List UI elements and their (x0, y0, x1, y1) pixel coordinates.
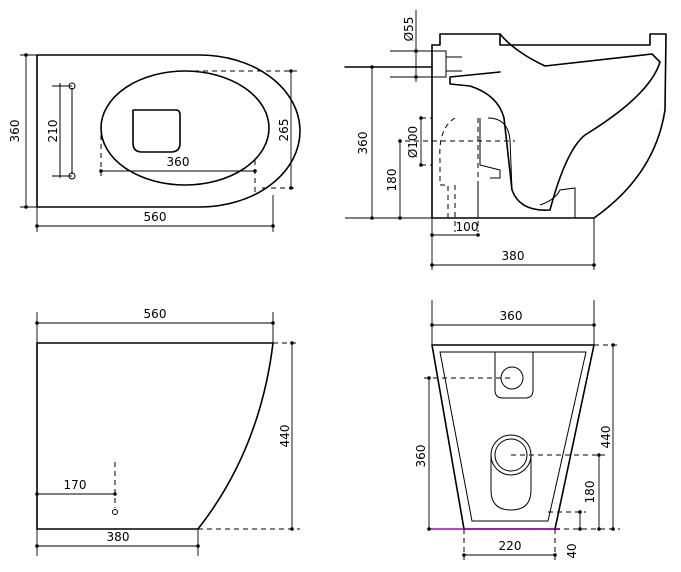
trapway (479, 117, 513, 191)
dim-dot (370, 65, 374, 69)
dim-label-40: 40 (565, 543, 579, 558)
side-elevation-outline (36, 342, 274, 530)
dim-dot (553, 553, 557, 557)
dim-dot (597, 527, 601, 531)
side-section-view: Ø55 360 Ø100 180 100 380 (344, 10, 667, 270)
dim-dot (419, 163, 423, 167)
dim-dot (35, 492, 39, 496)
dim-dot (430, 263, 434, 267)
dim-label-380-side: 380 (502, 249, 525, 263)
dim-label-170: 170 (64, 478, 87, 492)
dim-label-seat: 360 (167, 155, 190, 169)
dim-label-360: 360 (8, 120, 22, 143)
dim-dot (35, 544, 39, 548)
dim-dot (398, 139, 402, 143)
dim-label-360-inlet: 360 (414, 445, 428, 468)
outlet-recess (490, 455, 532, 511)
dim-label-440-rear: 440 (599, 426, 613, 449)
dim-dot (24, 205, 28, 209)
dim-dot (592, 323, 596, 327)
dim-label-560-bottom: 560 (144, 307, 167, 321)
inlet-flange (431, 50, 447, 78)
dim-label-440-side: 440 (278, 425, 292, 448)
drain-opening (132, 109, 181, 153)
dim-label-180-side: 180 (385, 169, 399, 192)
bowl-inner (449, 33, 661, 211)
dim-dot (592, 263, 596, 267)
dim-label-560-top: 560 (144, 210, 167, 224)
body-outline (431, 33, 667, 219)
dim-dot (290, 341, 294, 345)
dim-dot (578, 510, 582, 514)
dim-label-210: 210 (46, 120, 60, 143)
dim-dot (611, 343, 615, 347)
fixing-hole (112, 509, 118, 515)
dim-dot (597, 453, 601, 457)
inlet-recess (494, 352, 534, 399)
dim-label-360-side: 360 (356, 132, 370, 155)
dim-dot (24, 53, 28, 57)
dim-dot (196, 544, 200, 548)
dim-dot (427, 376, 431, 380)
dim-dot (290, 527, 294, 531)
dim-label-180-rear: 180 (583, 481, 597, 504)
top-view-outline (36, 54, 301, 208)
siphon-leg (539, 187, 576, 218)
dim-dot (289, 69, 293, 73)
side-elevation-view: 560 440 170 380 (35, 307, 300, 556)
dim-dot (611, 527, 615, 531)
outlet-hole-inner (494, 438, 528, 472)
rear-inner-outline (439, 351, 587, 522)
dim-dot (35, 321, 39, 325)
dim-dot (578, 527, 582, 531)
inlet-hole (500, 366, 524, 390)
outlet-pipe-dashed (439, 117, 479, 232)
dim-dot (398, 216, 402, 220)
dim-label-100-dia: Ø100 (406, 126, 420, 158)
top-view: 360 560 360 265 210 (8, 53, 301, 232)
dim-dot (271, 321, 275, 325)
dim-dot (462, 553, 466, 557)
rear-view: 360 440 360 180 220 40 (414, 300, 620, 560)
dim-dot (289, 186, 293, 190)
dim-dot (35, 224, 39, 228)
dim-dot (476, 233, 480, 237)
dim-dot (419, 116, 423, 120)
dim-dot (427, 527, 431, 531)
dim-dot (414, 75, 418, 79)
dim-label-100-horizontal: 100 (456, 220, 479, 234)
dim-label-360-rear: 360 (500, 309, 523, 323)
dim-label-220: 220 (499, 539, 522, 553)
dim-label-380-bottom: 380 (107, 530, 130, 544)
dim-dot (370, 216, 374, 220)
dim-dot (271, 224, 275, 228)
dim-dot (414, 49, 418, 53)
dim-dot (430, 323, 434, 327)
dim-label-55: Ø55 (402, 17, 416, 42)
dim-label-265: 265 (277, 119, 291, 142)
